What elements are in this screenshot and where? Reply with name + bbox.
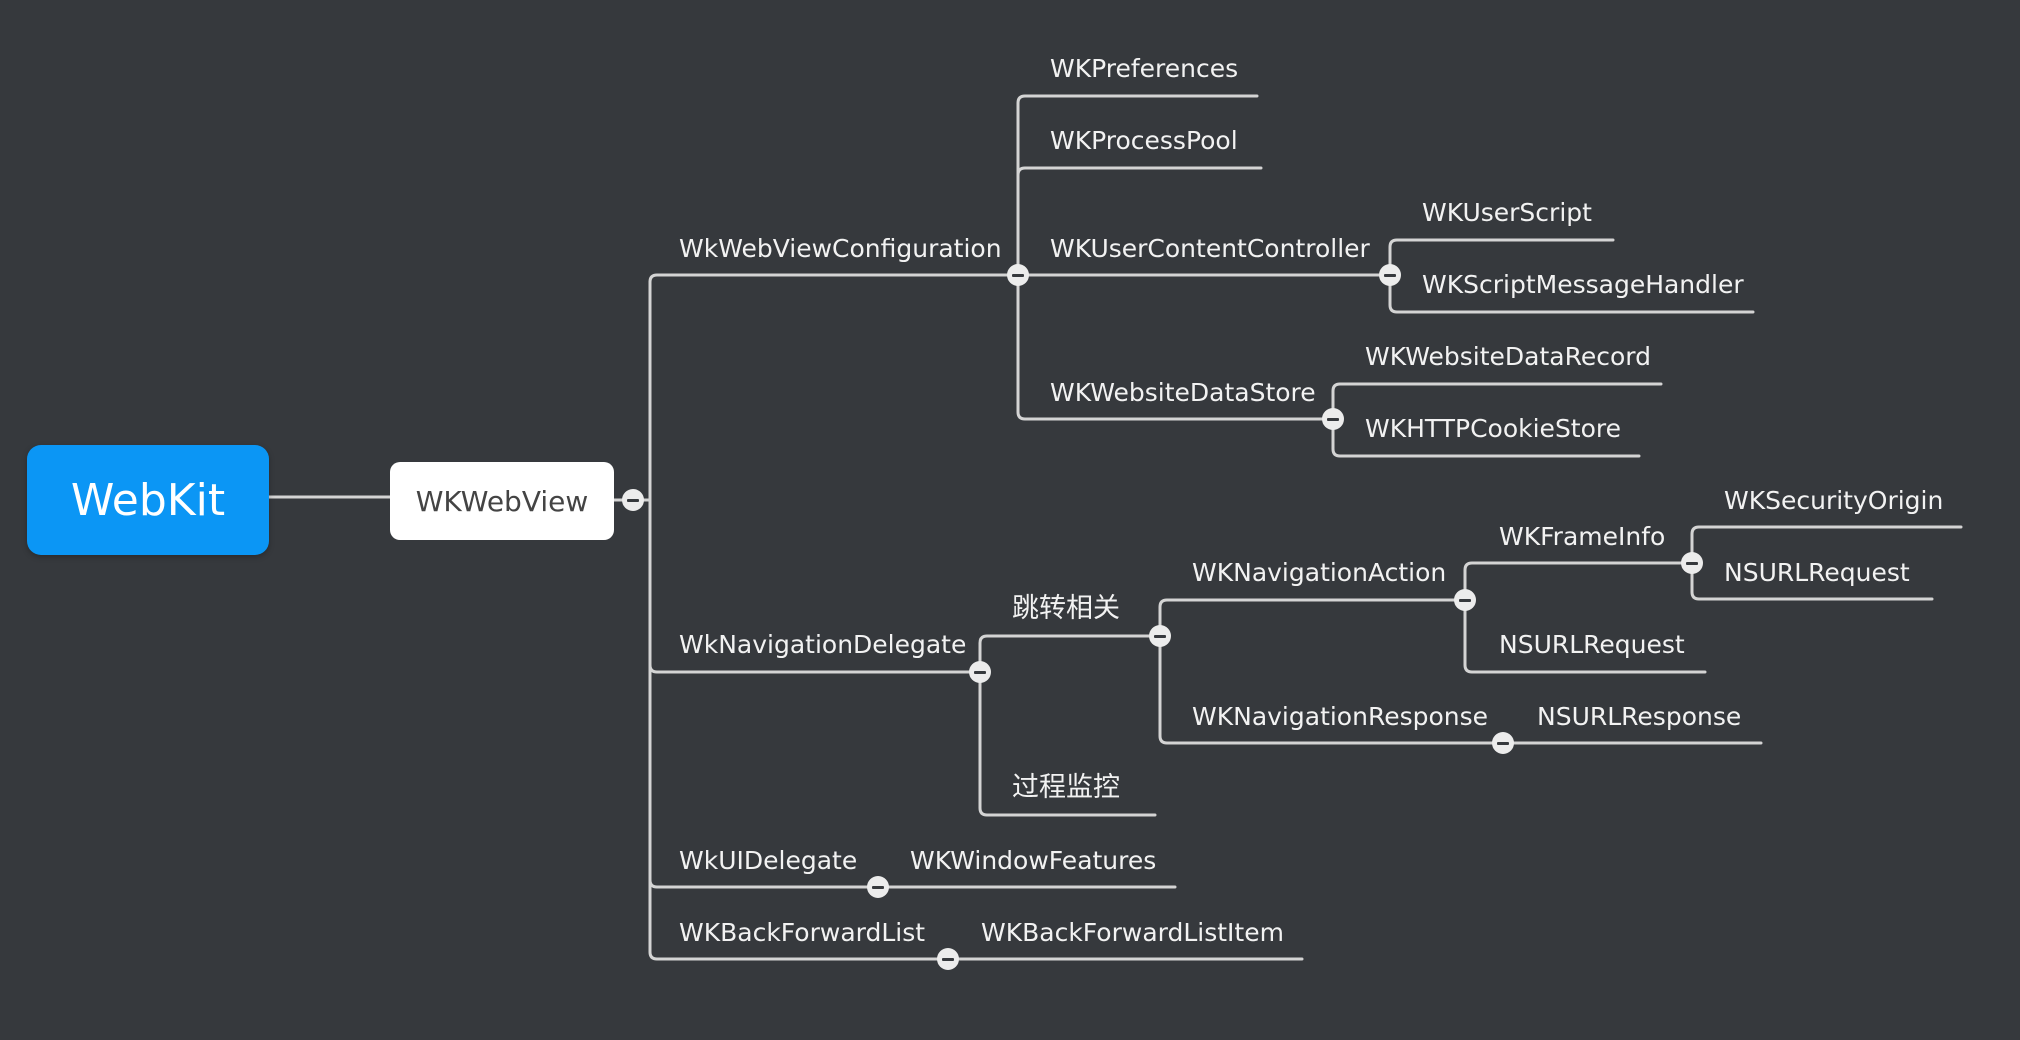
collapse-frame-info-button[interactable] <box>1681 552 1703 574</box>
connector-ui-delegate <box>648 878 880 889</box>
connector-frame-request <box>1690 561 1934 601</box>
connector-http-cookie-store <box>1331 417 1641 458</box>
topic-wkuserscript[interactable]: WKUserScript <box>1422 198 1592 227</box>
connector-process-monitoring <box>978 670 1157 817</box>
topic-wkwebsitedatarecord[interactable]: WKWebsiteDataRecord <box>1365 342 1651 371</box>
collapse-navigation-delegate-button[interactable] <box>969 661 991 683</box>
connector-navigation-response <box>1158 634 1505 745</box>
topic-frame-nsurlrequest[interactable]: NSURLRequest <box>1724 558 1910 587</box>
connector-preferences <box>1016 94 1259 277</box>
connector-webview-trunk <box>648 280 950 961</box>
topic-wknavigationaction[interactable]: WKNavigationAction <box>1192 558 1447 587</box>
collapse-jump-related-button[interactable] <box>1149 625 1171 647</box>
connector-security-origin <box>1690 525 1963 565</box>
topic-wkwindowfeatures[interactable]: WKWindowFeatures <box>910 846 1157 875</box>
central-topic-webkit[interactable]: WebKit <box>27 445 269 555</box>
collapse-user-content-controller-button[interactable] <box>1379 264 1401 286</box>
topic-action-nsurlrequest[interactable]: NSURLRequest <box>1499 630 1685 659</box>
connector-website-data-store <box>1016 273 1335 421</box>
connector-frame-info <box>1463 561 1694 602</box>
topic-wkusercontentcontroller[interactable]: WKUserContentController <box>1050 234 1370 263</box>
collapse-navigation-response-button[interactable] <box>1492 732 1514 754</box>
connector-website-data-record <box>1331 382 1663 421</box>
connector-process-pool <box>1016 166 1263 177</box>
collapse-navigation-action-button[interactable] <box>1454 589 1476 611</box>
topic-nsurlresponse[interactable]: NSURLResponse <box>1537 702 1742 731</box>
topic-wkframeinfo[interactable]: WKFrameInfo <box>1499 522 1666 551</box>
collapse-back-forward-list-button[interactable] <box>937 948 959 970</box>
topic-wkhttpcookiestore[interactable]: WKHTTPCookieStore <box>1365 414 1622 443</box>
main-topic-wkwebview[interactable]: WKWebView <box>390 462 614 540</box>
topic-wkbackforwardlist[interactable]: WKBackForwardList <box>679 918 926 947</box>
collapse-ui-delegate-button[interactable] <box>867 876 889 898</box>
connector-navigation-action <box>1158 598 1467 638</box>
topic-wksecurityorigin[interactable]: WKSecurityOrigin <box>1724 486 1944 515</box>
topic-wknavigationresponse[interactable]: WKNavigationResponse <box>1192 702 1489 731</box>
connector-script-message-handler <box>1388 273 1755 314</box>
topic-process-monitoring[interactable]: 过程监控 <box>1012 772 1120 803</box>
connector-navigation-delegate <box>648 663 982 674</box>
topic-navigation-delegate[interactable]: WkNavigationDelegate <box>679 630 967 659</box>
collapse-wkwebview-button[interactable] <box>622 489 644 511</box>
topic-wkscriptmessagehandler[interactable]: WKScriptMessageHandler <box>1422 270 1744 299</box>
connector-action-request <box>1463 598 1707 674</box>
topic-webview-configuration[interactable]: WkWebViewConfiguration <box>679 234 1002 263</box>
topic-wkprocesspool[interactable]: WKProcessPool <box>1050 126 1238 155</box>
connector-jump-related <box>978 634 1162 674</box>
topic-wkbackforwardlistitem[interactable]: WKBackForwardListItem <box>981 918 1284 947</box>
topic-ui-delegate[interactable]: WkUIDelegate <box>679 846 858 875</box>
topic-wkwebsitedatastore[interactable]: WKWebsiteDataStore <box>1050 378 1316 407</box>
connector-user-script <box>1388 238 1615 277</box>
topic-jump-related[interactable]: 跳转相关 <box>1012 593 1120 624</box>
topic-wkpreferences[interactable]: WKPreferences <box>1050 54 1239 83</box>
collapse-website-data-store-button[interactable] <box>1322 408 1344 430</box>
collapse-configuration-button[interactable] <box>1007 264 1029 286</box>
connector-configuration <box>648 273 1020 284</box>
